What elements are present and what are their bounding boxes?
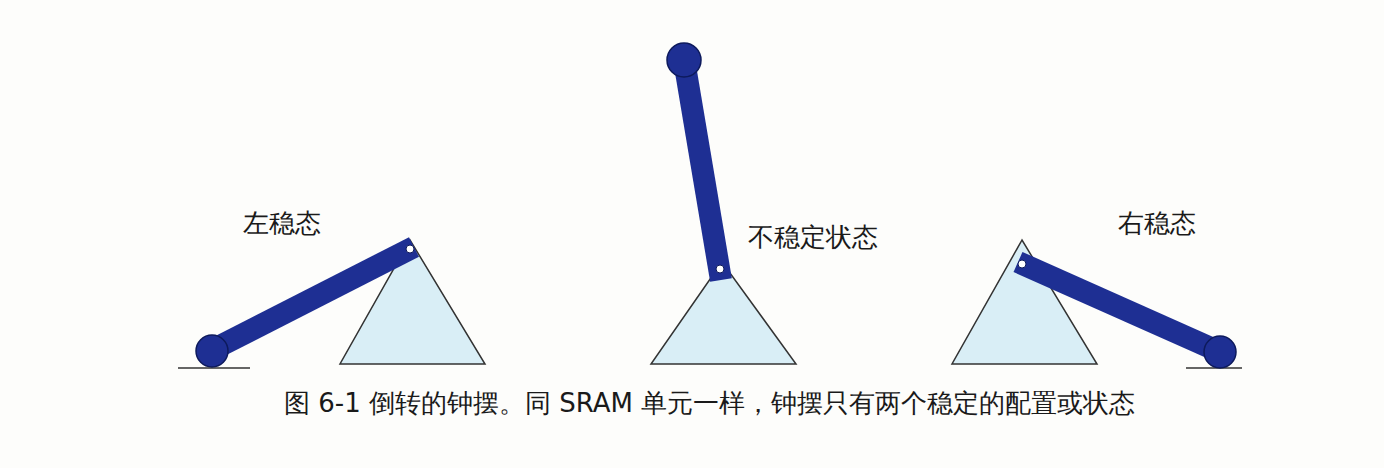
middle-pendulum xyxy=(651,43,796,364)
pivot-pin xyxy=(406,245,414,253)
pendulum-bob xyxy=(1204,336,1236,368)
pendulum-rod xyxy=(1018,262,1220,352)
right-pendulum xyxy=(952,240,1242,368)
pendulum-bob xyxy=(196,335,228,367)
state-label: 左稳态 xyxy=(243,208,321,239)
pendulum-rod xyxy=(684,60,721,280)
pivot-pin xyxy=(716,265,724,273)
state-label: 不稳定状态 xyxy=(748,222,878,253)
pendulum-rod xyxy=(212,247,414,350)
figure-caption: 图 6-1 倒转的钟摆。同 SRAM 单元一样，钟摆只有两个稳定的配置或状态 xyxy=(284,388,1135,419)
pivot-pin xyxy=(1018,260,1026,268)
left-pendulum xyxy=(178,240,485,368)
state-label: 右稳态 xyxy=(1118,208,1196,239)
pendulum-bob xyxy=(667,43,701,77)
